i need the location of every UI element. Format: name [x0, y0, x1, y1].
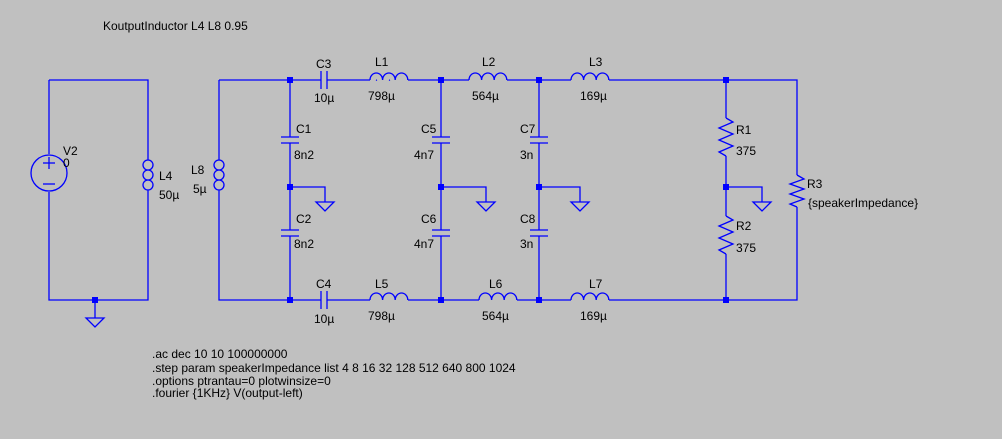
voltage-source-v2[interactable]: [30, 154, 68, 192]
capacitor-c1[interactable]: [281, 136, 299, 144]
l1-name: L1: [375, 55, 389, 69]
v2-name: V2: [63, 144, 78, 158]
c1-value: 8n2: [294, 148, 314, 162]
capacitor-c7[interactable]: [530, 136, 548, 144]
inductor-l3[interactable]: [570, 72, 610, 81]
schematic-title: KoutputInductor L4 L8 0.95: [103, 19, 248, 33]
directive-options[interactable]: .options ptrantau=0 plotwinsize=0: [152, 374, 331, 388]
l3-name: L3: [589, 55, 603, 69]
r1-value: 375: [736, 144, 756, 158]
shunt-column-1-wires: [289, 80, 336, 300]
r1-name: R1: [736, 123, 752, 137]
l8-name: L8: [191, 163, 205, 177]
capacitor-c5[interactable]: [432, 136, 450, 144]
l5-value: 798µ: [368, 309, 395, 323]
c4-name: C4: [316, 277, 332, 291]
ground-symbol-source: [84, 317, 106, 328]
c6-value: 4n7: [414, 237, 434, 251]
directive-ac[interactable]: .ac dec 10 10 100000000: [152, 347, 288, 361]
l7-value: 169µ: [580, 309, 607, 323]
l6-name: L6: [489, 277, 503, 291]
inductor-l5[interactable]: [369, 292, 409, 301]
v2-value: 0: [63, 156, 70, 170]
junction-dot: [92, 297, 98, 303]
r3-value: {speakerImpedance}: [808, 196, 918, 210]
capacitor-c2[interactable]: [281, 229, 299, 237]
l1-value: 798µ: [368, 89, 395, 103]
c2-value: 8n2: [294, 237, 314, 251]
l3-value: 169µ: [580, 89, 607, 103]
capacitor-c8[interactable]: [530, 229, 548, 237]
bottom-rail-wires: [327, 207, 798, 301]
inductor-l7[interactable]: [570, 292, 610, 301]
c2-name: C2: [296, 212, 312, 226]
junction-dots: [287, 77, 729, 303]
c4-value: 10µ: [314, 312, 334, 326]
l5-name: L5: [375, 277, 389, 291]
l2-name: L2: [482, 55, 496, 69]
c7-value: 3n: [520, 148, 533, 162]
l8-value: 5µ: [193, 182, 207, 196]
inductor-l8[interactable]: [213, 159, 225, 198]
c8-value: 3n: [520, 237, 533, 251]
c8-name: C8: [520, 212, 536, 226]
directive-step[interactable]: .step param speakerImpedance list 4 8 16…: [152, 361, 516, 375]
l4-value: 50µ: [159, 188, 179, 202]
l2-value: 564µ: [472, 89, 499, 103]
directive-fourier[interactable]: .fourier {1KHz} V(output-left): [152, 386, 303, 400]
l6-value: 564µ: [482, 309, 509, 323]
r2-name: R2: [736, 219, 752, 233]
c3-value: 10µ: [314, 91, 334, 105]
c1-name: C1: [296, 122, 312, 136]
shunt-column-3-wires: [538, 80, 591, 300]
c5-value: 4n7: [414, 148, 434, 162]
top-rail-wires: [218, 79, 798, 301]
capacitor-c6[interactable]: [432, 229, 450, 237]
inductor-l4[interactable]: [142, 159, 154, 198]
r3-name: R3: [807, 177, 823, 191]
c3-name: C3: [316, 57, 332, 71]
l4-name: L4: [159, 169, 173, 183]
l7-name: L7: [589, 277, 603, 291]
inductor-l1[interactable]: [369, 72, 409, 81]
source-loop-wires: [48, 79, 149, 318]
inductor-l6[interactable]: [478, 292, 518, 301]
shunt-column-2-wires: [440, 80, 497, 300]
resistor-r2[interactable]: [717, 215, 735, 255]
capacitor-c4[interactable]: [320, 291, 328, 309]
resistor-r1[interactable]: [717, 117, 735, 157]
c5-name: C5: [421, 122, 437, 136]
r2-value: 375: [736, 241, 756, 255]
c7-name: C7: [520, 122, 536, 136]
capacitor-c3[interactable]: [320, 71, 328, 89]
c6-name: C6: [421, 212, 437, 226]
inductor-l2[interactable]: [468, 72, 508, 81]
resistor-column-wires: [725, 80, 773, 300]
resistor-r3[interactable]: [788, 174, 806, 208]
